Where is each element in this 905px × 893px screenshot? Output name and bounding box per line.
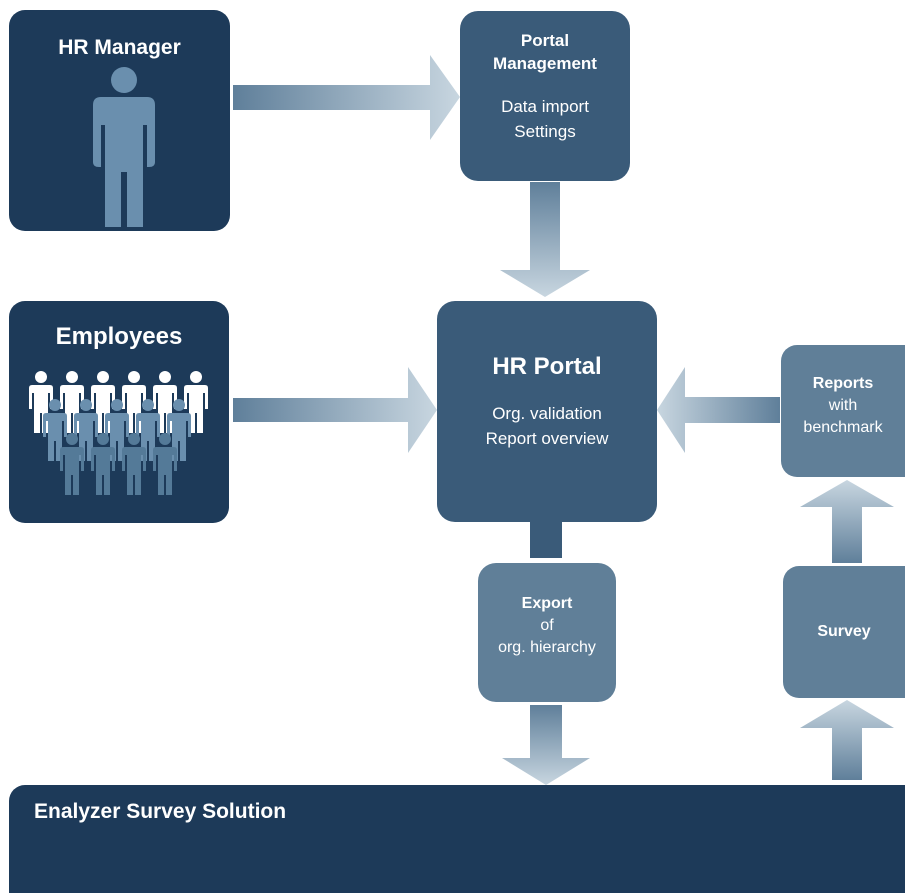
export-line-org-hierarchy: org. hierarchy — [498, 639, 596, 656]
export-title: Export — [521, 595, 573, 612]
survey-title: Survey — [817, 623, 871, 640]
hr-portal-box: HR Portal Org. validation Report overvie… — [437, 301, 657, 522]
hr-manager-box: HR Manager — [9, 10, 230, 231]
export-box: Export of org. hierarchy — [478, 563, 616, 702]
arrow-employees-to-hr-portal — [233, 367, 437, 453]
arrow-survey-to-reports — [800, 480, 894, 563]
employees-title: Employees — [55, 323, 183, 350]
hr-portal-item-report-overview: Report overview — [485, 429, 609, 448]
people-group-icon — [29, 371, 208, 495]
arrow-reports-to-hr-portal — [657, 367, 780, 453]
arrow-export-to-solution — [502, 705, 590, 785]
arrow-solution-to-survey — [800, 700, 894, 780]
reports-line-benchmark: benchmark — [803, 419, 883, 436]
portal-management-item-settings: Settings — [514, 122, 576, 141]
portal-management-title-line2: Management — [493, 54, 597, 73]
arrow-manager-to-portal-management — [233, 55, 460, 140]
solution-title: Enalyzer Survey Solution — [34, 800, 287, 823]
hr-portal-title: HR Portal — [492, 353, 602, 380]
hr-portal-item-org-validation: Org. validation — [492, 404, 602, 423]
hr-manager-title: HR Manager — [58, 36, 181, 59]
connector-hr-portal-to-export — [530, 522, 562, 558]
portal-management-box: Portal Management Data import Settings — [460, 11, 630, 181]
portal-management-item-data-import: Data import — [501, 97, 589, 116]
arrow-portal-management-to-hr-portal — [500, 182, 590, 297]
reports-box: Reports with benchmark — [781, 345, 905, 477]
survey-box: Survey — [783, 566, 905, 698]
reports-line-with: with — [828, 397, 858, 414]
employees-box: Employees — [9, 301, 229, 523]
person-icon — [93, 67, 155, 227]
portal-management-title-line1: Portal — [520, 31, 570, 50]
solution-bar: Enalyzer Survey Solution — [9, 785, 905, 893]
reports-title: Reports — [812, 375, 874, 392]
export-line-of: of — [540, 617, 554, 634]
